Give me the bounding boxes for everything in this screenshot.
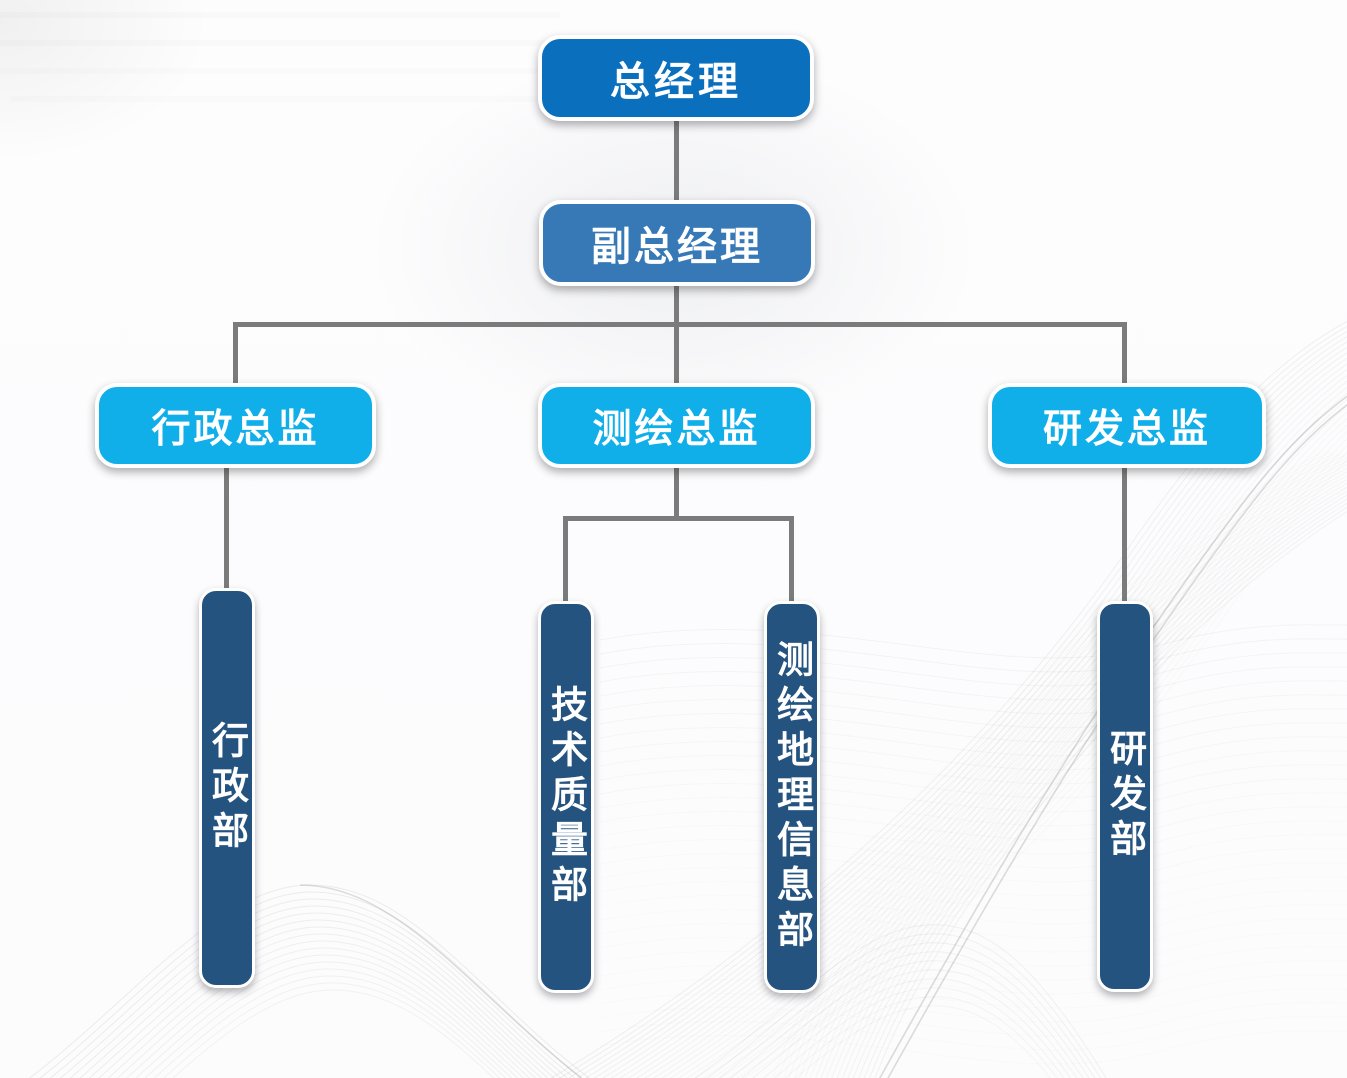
connector-drop-tech-quality bbox=[563, 516, 568, 606]
connector-survey-hbar bbox=[563, 516, 794, 521]
node-rd-director: 研发总监 bbox=[988, 383, 1266, 468]
connector-admin-dept bbox=[224, 464, 229, 594]
connector-directors-hbar bbox=[233, 322, 1127, 327]
connector-drop-admin-director bbox=[233, 322, 238, 388]
connector-drop-survey-gis bbox=[789, 516, 794, 606]
node-deputy-general-manager-label: 副总经理 bbox=[591, 225, 763, 269]
node-general-manager-label: 总经理 bbox=[610, 60, 742, 104]
connector-drop-rd-director bbox=[1122, 322, 1127, 388]
connector-root-deputy bbox=[674, 118, 679, 204]
node-survey-gis-dept: 测绘地理信息部 bbox=[764, 601, 820, 993]
node-general-manager: 总经理 bbox=[538, 35, 814, 121]
node-admin-director-label: 行政总监 bbox=[151, 407, 320, 451]
node-rd-dept: 研发部 bbox=[1097, 601, 1153, 992]
connector-drop-survey-director bbox=[674, 322, 679, 388]
connector-survey-stem bbox=[674, 464, 679, 521]
node-survey-gis-dept-label: 测绘地理信息部 bbox=[771, 639, 813, 955]
node-rd-director-label: 研发总监 bbox=[1042, 407, 1211, 451]
node-tech-quality-dept: 技术质量部 bbox=[538, 601, 594, 993]
node-admin-director: 行政总监 bbox=[95, 383, 376, 468]
node-survey-director-label: 测绘总监 bbox=[592, 407, 761, 451]
node-deputy-general-manager: 副总经理 bbox=[539, 200, 815, 286]
node-tech-quality-dept-label: 技术质量部 bbox=[545, 684, 587, 910]
node-admin-dept-label: 行政部 bbox=[206, 720, 248, 856]
node-survey-director: 测绘总监 bbox=[538, 383, 815, 468]
connector-deputy-stem bbox=[674, 283, 679, 327]
node-admin-dept: 行政部 bbox=[199, 588, 255, 988]
connector-rd-dept bbox=[1122, 464, 1127, 606]
node-rd-dept-label: 研发部 bbox=[1104, 729, 1146, 864]
